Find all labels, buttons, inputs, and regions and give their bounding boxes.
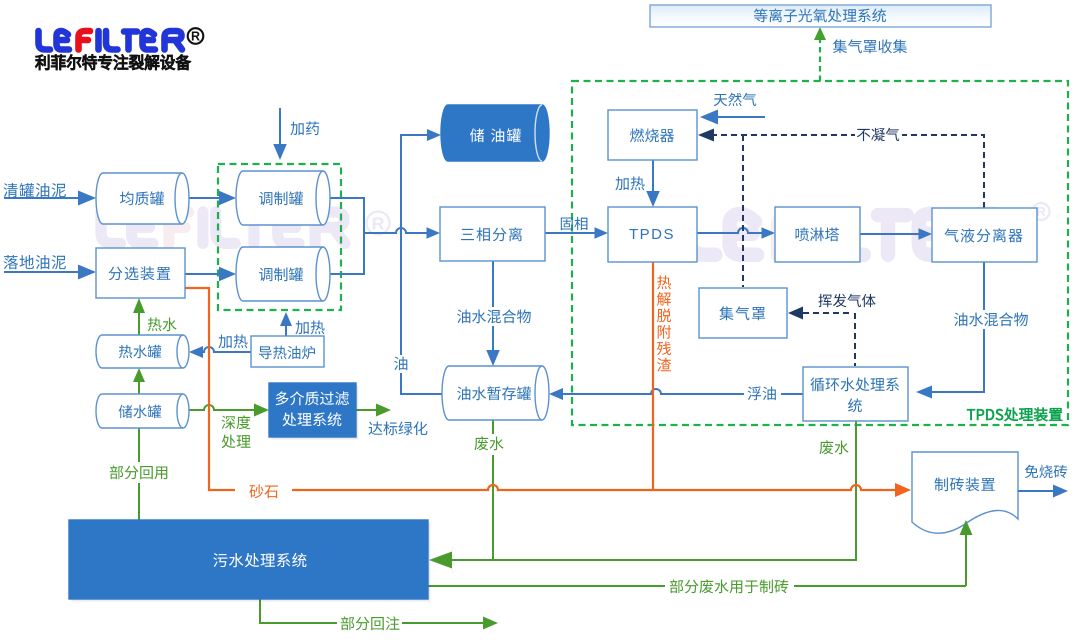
svg-text:统: 统: [847, 395, 862, 416]
svg-text:油: 油: [393, 353, 408, 374]
svg-text:加热: 加热: [615, 173, 645, 194]
svg-text:部分废水用于制砖: 部分废水用于制砖: [669, 576, 789, 597]
svg-text:均质罐: 均质罐: [119, 188, 164, 209]
svg-text:污水处理系统: 污水处理系统: [213, 549, 308, 571]
svg-text:气液分离器: 气液分离器: [944, 225, 1024, 246]
svg-text:燃烧器: 燃烧器: [629, 125, 674, 146]
svg-text:油水暂存罐: 油水暂存罐: [456, 383, 531, 404]
svg-text:清罐油泥: 清罐油泥: [3, 179, 67, 201]
svg-text:R: R: [372, 213, 385, 233]
svg-text:TPDS处理装置: TPDS处理装置: [967, 404, 1064, 425]
svg-text:三相分离: 三相分离: [460, 224, 524, 245]
svg-text:集气罩收集: 集气罩收集: [832, 36, 907, 57]
svg-text:分选装置: 分选装置: [108, 263, 172, 284]
svg-text:加药: 加药: [290, 118, 320, 139]
svg-text:深度: 深度: [221, 412, 251, 433]
svg-text:浮油: 浮油: [747, 383, 777, 404]
svg-text:处理: 处理: [221, 431, 251, 452]
svg-text:制砖装置: 制砖装置: [934, 474, 996, 495]
svg-text:免烧砖: 免烧砖: [1024, 461, 1068, 482]
svg-text:附: 附: [656, 322, 671, 343]
svg-text:残: 残: [656, 338, 671, 359]
svg-text:脱: 脱: [656, 305, 671, 326]
svg-text:喷淋塔: 喷淋塔: [794, 224, 839, 245]
svg-text:储水罐: 储水罐: [118, 401, 162, 422]
svg-text:利菲尔特专注裂解设备: 利菲尔特专注裂解设备: [35, 50, 191, 74]
svg-text:等离子光氧处理系统: 等离子光氧处理系统: [753, 5, 886, 26]
svg-text:调制罐: 调制罐: [258, 264, 303, 285]
svg-text:加热: 加热: [295, 317, 325, 338]
svg-text:废水: 废水: [474, 433, 504, 454]
svg-text:多介质过滤: 多介质过滤: [274, 388, 349, 409]
svg-text:落地油泥: 落地油泥: [3, 251, 67, 273]
svg-text:砂石: 砂石: [249, 481, 279, 502]
svg-text:解: 解: [656, 289, 671, 310]
svg-text:不凝气: 不凝气: [856, 124, 900, 145]
svg-text:热: 热: [656, 272, 671, 293]
svg-text:热水: 热水: [147, 314, 177, 335]
svg-text:加热: 加热: [218, 331, 248, 352]
svg-text:集气罩: 集气罩: [719, 303, 767, 324]
svg-text:油水混合物: 油水混合物: [953, 309, 1028, 330]
svg-text:R: R: [191, 30, 200, 44]
svg-text:固相: 固相: [560, 213, 589, 234]
svg-text:达标绿化: 达标绿化: [368, 418, 428, 439]
svg-text:处理系统: 处理系统: [282, 409, 342, 430]
svg-text:油水混合物: 油水混合物: [456, 306, 531, 327]
svg-text:循环水处理系: 循环水处理系: [810, 374, 900, 395]
svg-text:挥发气体: 挥发气体: [818, 290, 876, 311]
svg-text:TPDS: TPDS: [629, 226, 675, 243]
svg-text:渣: 渣: [656, 355, 671, 376]
svg-text:部分回用: 部分回用: [109, 462, 169, 483]
svg-text:部分回注: 部分回注: [340, 613, 400, 634]
svg-text:调制罐: 调制罐: [258, 188, 303, 209]
svg-text:废水: 废水: [819, 437, 849, 458]
svg-text:热水罐: 热水罐: [118, 341, 162, 362]
svg-text:天然气: 天然气: [713, 89, 757, 110]
svg-text:导热油炉: 导热油炉: [258, 342, 316, 363]
svg-text:储 油罐: 储 油罐: [470, 125, 523, 146]
svg-text:R: R: [1036, 204, 1046, 219]
